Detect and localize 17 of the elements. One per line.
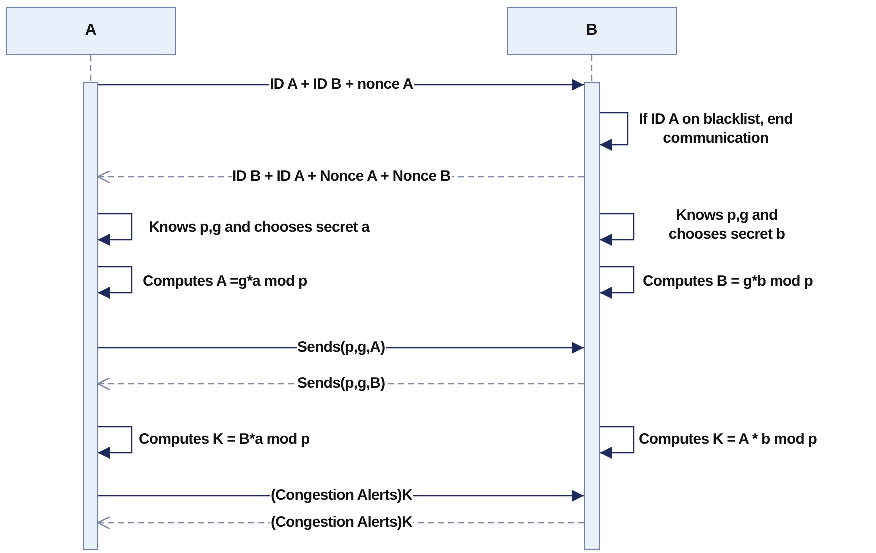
activation-bar xyxy=(584,82,600,550)
lifeline-header: A xyxy=(6,7,176,55)
lifeline xyxy=(90,55,92,82)
self-message-arrow xyxy=(600,112,629,151)
lifeline xyxy=(591,55,593,82)
self-message-arrow xyxy=(600,213,635,246)
message-label: Sends(p,g,A) xyxy=(296,338,386,357)
activation-bar xyxy=(83,82,98,550)
lifeline-header: B xyxy=(507,7,677,55)
message-label: Sends(p,g,B) xyxy=(296,374,386,393)
self-message-arrow xyxy=(98,266,133,299)
self-message-arrow xyxy=(600,426,635,459)
self-message-arrow xyxy=(600,266,635,299)
self-message-arrow xyxy=(98,213,133,246)
self-message-arrow xyxy=(98,426,133,459)
message-label: (Congestion Alerts)K xyxy=(270,486,414,505)
message-label: (Congestion Alerts)K xyxy=(270,513,414,532)
